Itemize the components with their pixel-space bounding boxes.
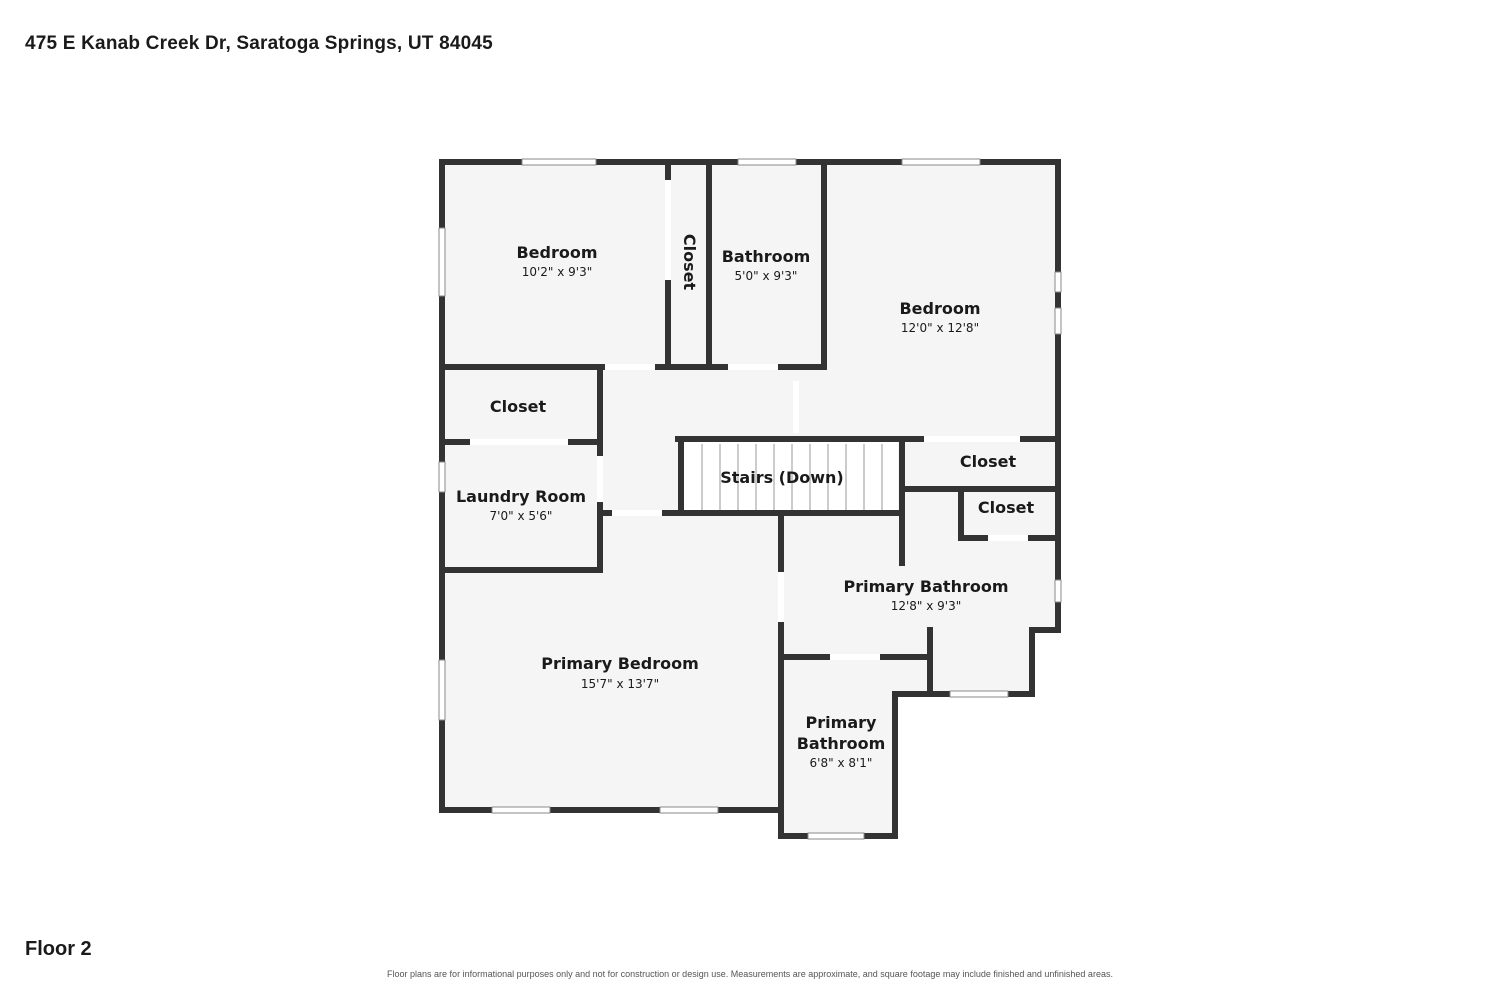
room-name-closet-e2: Closet [978,498,1035,517]
room-name-stairs: Stairs (Down) [720,468,844,487]
room-dims-bedroom-ne: 12'0" x 12'8" [901,321,979,335]
room-dims-primary-bedroom: 15'7" x 13'7" [581,677,659,691]
disclaimer: Floor plans are for informational purpos… [387,969,1113,979]
room-name-laundry: Laundry Room [456,487,586,506]
room-dims-bathroom: 5'0" x 9'3" [735,269,798,283]
room-name-primary-bedroom: Primary Bedroom [541,654,699,673]
room-dims-bedroom-nw: 10'2" x 9'3" [522,265,593,279]
room-name-closet-e1: Closet [960,452,1017,471]
room-name-closet-vertical: Closet [680,234,699,291]
windows [438,158,1062,840]
room-name-primary-bathroom: Primary Bathroom [843,577,1008,596]
room-name-primary-bathroom-2-line2: Bathroom [797,734,886,753]
property-address: 475 E Kanab Creek Dr, Saratoga Springs, … [25,33,493,54]
room-name-bedroom-ne: Bedroom [899,299,980,318]
room-name-bedroom-nw: Bedroom [516,243,597,262]
door-openings [470,180,1028,660]
stairs [684,441,898,513]
room-name-primary-bathroom-2-line1: Primary [806,713,877,732]
room-dims-laundry: 7'0" x 5'6" [490,509,553,523]
floor-label: Floor 2 [25,938,92,960]
room-name-closet-w: Closet [490,397,547,416]
room-dims-primary-bathroom-2: 6'8" x 8'1" [810,756,873,770]
room-name-bathroom: Bathroom [722,247,811,266]
room-dims-primary-bathroom: 12'8" x 9'3" [891,599,962,613]
